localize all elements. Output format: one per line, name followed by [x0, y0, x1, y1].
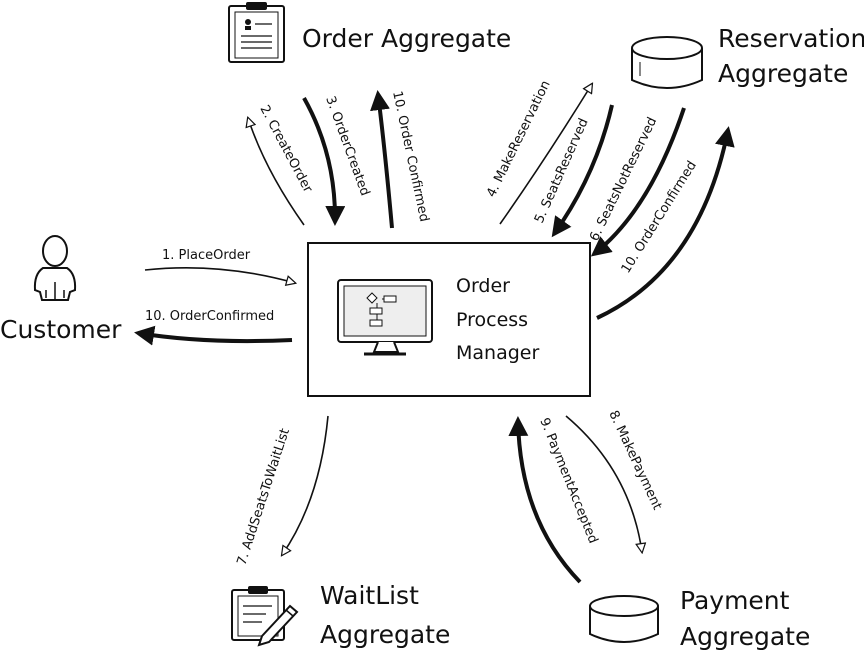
- label-add-seats-to-waitlist: 7. AddSeatsToWaitList: [235, 427, 293, 568]
- customer-node: Customer: [0, 235, 122, 344]
- person-icon: [33, 235, 77, 301]
- arrow-order-confirmed-customer: [134, 325, 293, 346]
- clipboard-icon: [228, 2, 285, 63]
- label-create-order: 2. CreateOrder: [256, 103, 315, 196]
- arrow-make-payment: [565, 415, 642, 552]
- arrow-add-seats-to-waitlist: [282, 415, 329, 555]
- database-cylinder-icon: [631, 36, 703, 89]
- order-aggregate-node: Order Aggregate: [228, 2, 511, 63]
- arrow-order-created: [302, 97, 346, 226]
- customer-label: Customer: [0, 315, 122, 344]
- reservation-label-line2: Aggregate: [718, 59, 848, 88]
- reservation-label-line1: Reservation: [718, 24, 864, 53]
- process-label-line1: Order: [456, 275, 510, 297]
- label-place-order: 1. PlaceOrder: [162, 248, 251, 263]
- monitor-icon: [337, 279, 433, 356]
- arrow-make-reservation: [499, 84, 592, 225]
- payment-label-line1: Payment: [680, 586, 790, 615]
- order-aggregate-label: Order Aggregate: [302, 24, 511, 53]
- label-make-reservation: 4. MakeReservation: [484, 78, 554, 200]
- process-label-line2: Process: [456, 309, 528, 331]
- arrow-seats-reserved: [551, 104, 614, 238]
- arrow-payment-accepted: [508, 416, 582, 584]
- arrow-seats-not-reserved: [590, 107, 686, 257]
- arrow-place-order: [144, 267, 295, 283]
- label-order-created: 3. OrderCreated: [322, 94, 372, 198]
- process-label-line3: Manager: [456, 342, 539, 364]
- arrow-create-order: [248, 118, 305, 226]
- label-payment-accepted: 9. PaymentAccepted: [536, 416, 600, 546]
- order-process-manager: Order Process Manager: [307, 242, 591, 397]
- label-order-confirmed-order: 10. Order Confirmed: [389, 90, 431, 224]
- label-make-payment: 8. MakePayment: [605, 408, 664, 512]
- clipboard-pencil-icon: [231, 586, 299, 647]
- reservation-aggregate-node: Reservation Aggregate: [631, 24, 864, 89]
- waitlist-label-line2: Aggregate: [320, 620, 450, 649]
- payment-aggregate-node: Payment Aggregate: [589, 586, 810, 651]
- database-cylinder-icon: [589, 595, 659, 643]
- waitlist-aggregate-node: WaitList Aggregate: [231, 581, 450, 649]
- label-order-confirmed-customer: 10. OrderConfirmed: [145, 309, 274, 324]
- arrow-order-confirmed-reservation: [596, 126, 735, 320]
- arrow-order-confirmed-order: [370, 90, 394, 229]
- waitlist-label-line1: WaitList: [320, 581, 419, 610]
- payment-label-line2: Aggregate: [680, 622, 810, 651]
